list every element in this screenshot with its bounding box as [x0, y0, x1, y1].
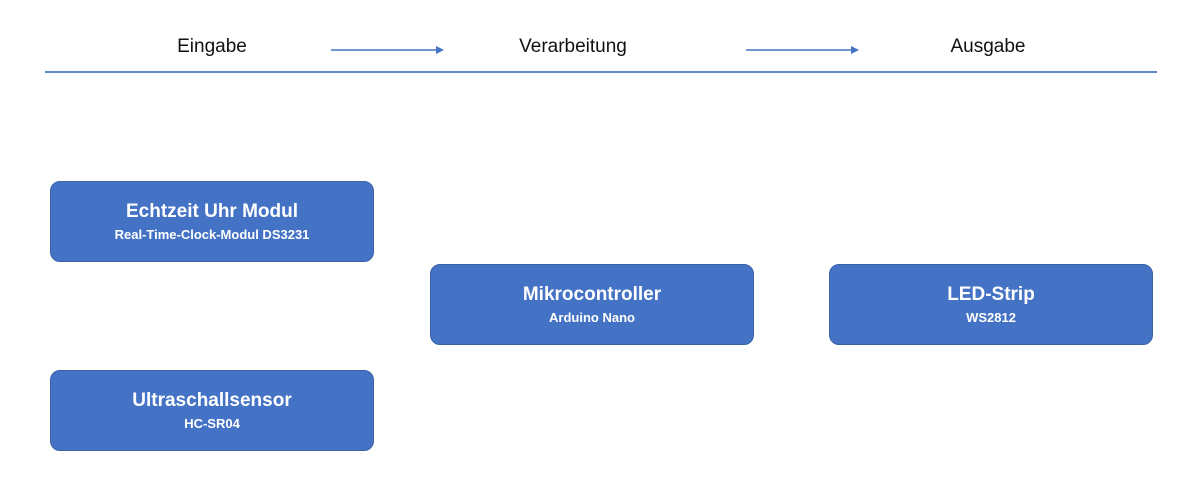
node-subtitle: Real-Time-Clock-Modul DS3231: [114, 226, 310, 242]
node-box-rtc: Echtzeit Uhr Modul Real-Time-Clock-Modul…: [50, 181, 374, 262]
node-title: LED-Strip: [947, 283, 1035, 305]
node-box-mcu: Mikrocontroller Arduino Nano: [430, 264, 754, 345]
node-subtitle: WS2812: [966, 309, 1016, 325]
right-arrow-icon: [746, 46, 859, 54]
column-header-ausgabe: Ausgabe: [950, 36, 1026, 57]
node-subtitle: Arduino Nano: [549, 309, 635, 325]
node-box-ultrasonic: Ultraschallsensor HC-SR04: [50, 370, 374, 451]
node-subtitle: HC-SR04: [184, 415, 240, 431]
header-divider-line: [45, 71, 1157, 73]
column-header-verarbeitung: Verarbeitung: [519, 36, 627, 57]
node-title: Echtzeit Uhr Modul: [125, 200, 299, 222]
node-title: Ultraschallsensor: [132, 389, 292, 411]
node-box-led: LED-Strip WS2812: [829, 264, 1153, 345]
node-title: Mikrocontroller: [522, 283, 662, 305]
column-header-eingabe: Eingabe: [177, 36, 247, 57]
right-arrow-icon: [331, 46, 444, 54]
